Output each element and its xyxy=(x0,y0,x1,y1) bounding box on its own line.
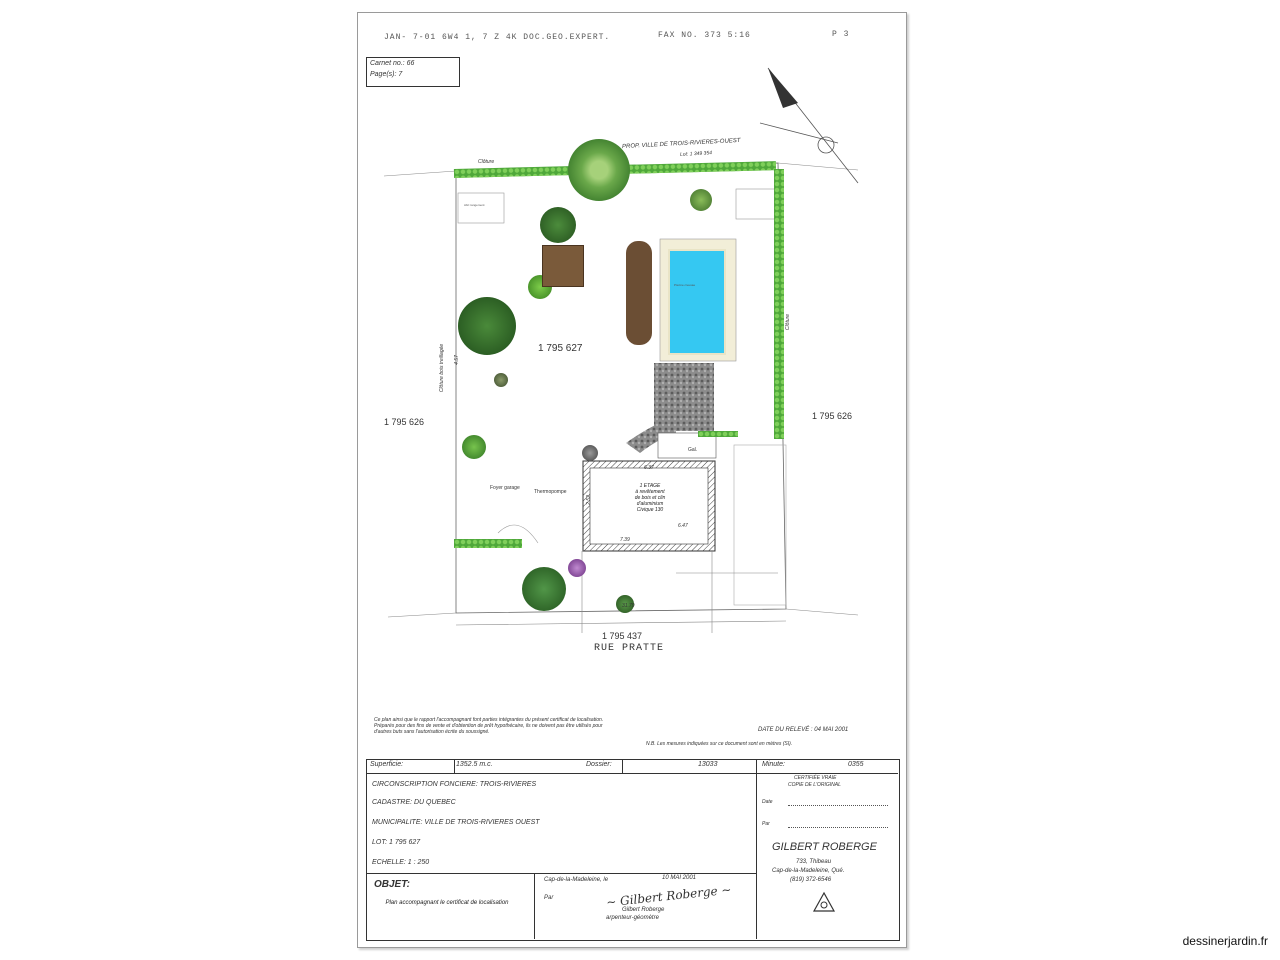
divider xyxy=(756,759,757,773)
street-name: RUE PRATTE xyxy=(594,643,665,654)
company-address1: 733, Thibeau xyxy=(796,859,832,865)
shrub-icon xyxy=(690,189,712,211)
superficie-label: Superficie: xyxy=(370,761,404,768)
divider xyxy=(622,759,623,773)
lot-south: 1 795 437 xyxy=(602,631,643,641)
south-tree-icon xyxy=(522,567,566,611)
cadastre: CADASTRE: DU QUEBEC xyxy=(372,799,456,806)
company-phone: (819) 372-6546 xyxy=(790,877,832,883)
divider xyxy=(534,873,535,939)
flowering-shrub-icon xyxy=(568,559,586,577)
lot-east: 1 795 626 xyxy=(812,411,853,421)
shed-label: Abri rangement xyxy=(464,203,485,207)
carnet-line1: Carnet no.: 66 xyxy=(370,60,415,67)
releve-date: DATE DU RELEVÉ : 04 MAI 2001 xyxy=(758,727,849,733)
dimension: 31.79 xyxy=(622,603,635,609)
fax-header-left: JAN- 7-01 6W4 1, 7 Z 4K DOC.GEO.EXPERT. xyxy=(384,33,611,42)
lot-main: 1 795 627 xyxy=(538,343,583,354)
vegetable-bed xyxy=(542,245,584,287)
tree-icon xyxy=(540,207,576,243)
lot-number: LOT: 1 795 627 xyxy=(372,839,421,846)
divider xyxy=(454,759,455,773)
disclaimer-note: Ce plan ainsi que le rapport l'accompagn… xyxy=(374,717,604,735)
lot-west: 1 795 626 xyxy=(384,417,425,427)
carnet-line2: Page(s): 7 xyxy=(370,71,403,78)
mulch-bed xyxy=(626,241,652,345)
mesures-note: N.B. Les mesures indiquées sur ce docume… xyxy=(646,741,793,747)
company-logo-icon xyxy=(812,891,836,912)
carnet-box xyxy=(366,57,460,87)
signer-name: Gilbert Roberge xyxy=(622,907,665,913)
cert-date-label: Date xyxy=(762,799,773,805)
deck-hedge xyxy=(698,431,738,437)
certified-line2: COPIE DE L'ORIGINAL xyxy=(788,782,841,788)
house-line: de bois et clin xyxy=(634,495,666,501)
objet-text: Plan accompagnant le certificat de local… xyxy=(385,900,509,906)
place-date: Cap-de-la-Madeleine, le xyxy=(544,877,609,883)
cert-par-line xyxy=(788,827,888,828)
cert-par-label: Par xyxy=(762,821,770,827)
cert-date-line xyxy=(788,805,888,806)
dimension: 7.39 xyxy=(620,537,630,543)
small-shrub-icon xyxy=(616,595,634,613)
company-address2: Cap-de-la-Madeleine, Qué. xyxy=(772,868,845,874)
fax-header-right: P 3 xyxy=(832,30,850,39)
house-line: Civique 130 xyxy=(636,507,664,513)
dimension: 6.47 xyxy=(678,523,688,529)
pool-label: Piscine creusée xyxy=(674,283,696,287)
date-value: 10 MAI 2001 xyxy=(662,875,697,881)
par-label: Par xyxy=(544,895,554,901)
certified-line1: CERTIFIÉE VRAIE xyxy=(794,775,837,781)
east-hedge xyxy=(774,169,784,439)
house-line: d'aluminium xyxy=(636,501,664,507)
minute-value: 0355 xyxy=(848,761,864,768)
title-block xyxy=(366,759,900,941)
dimension: 6.37 xyxy=(644,465,654,471)
dossier-label: Dossier: xyxy=(586,761,612,768)
signer-title: arpenteur-géomètre xyxy=(606,915,659,921)
echelle: ECHELLE: 1 : 250 xyxy=(372,859,430,866)
round-shrub-icon xyxy=(582,445,598,461)
divider xyxy=(366,873,756,874)
house-line: à revêtement xyxy=(635,489,665,495)
dossier-value: 13033 xyxy=(698,761,718,768)
fax-header-middle: FAX NO. 373 5:16 xyxy=(658,31,751,40)
house-line: 1 ETAGE xyxy=(639,483,661,489)
large-shrub-icon xyxy=(458,297,516,355)
plan-sheet: JAN- 7-01 6W4 1, 7 Z 4K DOC.GEO.EXPERT. … xyxy=(357,12,907,948)
small-shrub-icon xyxy=(462,435,486,459)
large-tree-icon xyxy=(568,139,630,201)
divider xyxy=(756,773,757,939)
divider xyxy=(366,773,898,774)
fire-label: Foyer garage xyxy=(490,485,520,491)
municipalite: MUNICIPALITE: VILLE DE TROIS-RIVIERES OU… xyxy=(372,819,540,826)
minute-label: Minute: xyxy=(762,761,785,768)
circonscription: CIRCONSCRIPTION FONCIERE: TROIS-RIVIERES xyxy=(372,781,537,788)
small-shrub-icon xyxy=(494,373,508,387)
company-name: GILBERT ROBERGE xyxy=(772,841,877,853)
site-credit[interactable]: dessinerjardin.fr xyxy=(1182,934,1268,948)
southwest-hedge xyxy=(454,539,522,548)
gal-label: Gal. xyxy=(688,447,698,453)
pool xyxy=(668,249,726,355)
objet-label: OBJET: xyxy=(374,879,410,890)
north-fence-label: Clôture xyxy=(478,159,495,165)
superficie-value: 1352.5 m.c. xyxy=(456,761,493,768)
heatpump-label: Thermopompe xyxy=(534,489,567,495)
house-label: 1 ETAGE à revêtement de bois et clin d'a… xyxy=(594,483,706,513)
